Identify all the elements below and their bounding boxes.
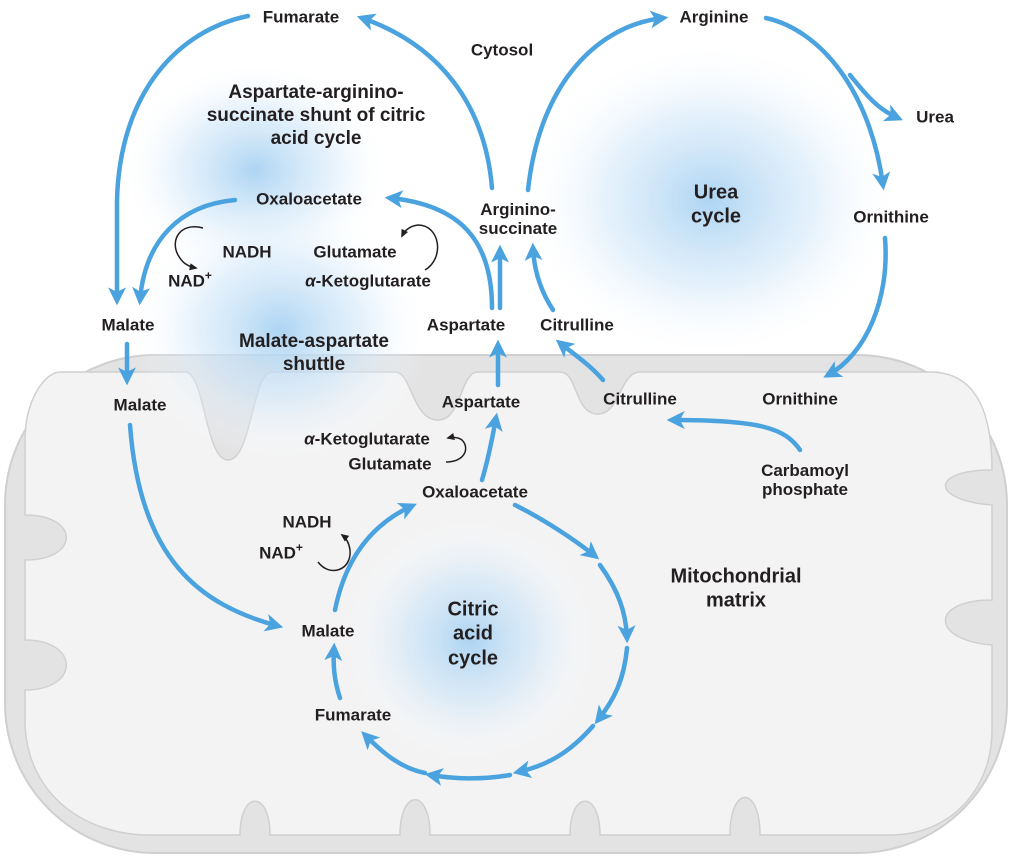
citric-cycle-glow — [345, 520, 595, 760]
arrow-aspartate-to-oxaloacetate — [384, 190, 495, 311]
fumarate-top-label: Fumarate — [262, 7, 340, 27]
citric-cycle-title: Citric acid cycle — [447, 598, 499, 670]
argininosuccinate-label: Arginino-succinate — [478, 199, 558, 238]
nad-cytosol-text: NAD — [168, 271, 205, 291]
matrix-label: Mitochondrial matrix — [670, 565, 802, 612]
shunt-title: Aspartate-arginino-succinate shunt of ci… — [206, 82, 426, 150]
akg-cytosol-label: α-Ketoglutarate — [305, 271, 431, 290]
arrow-cycle-bottom-3 — [361, 731, 428, 776]
arrow-arginine-to-ornithine — [763, 15, 891, 191]
nadh-cytosol-label: NADH — [222, 242, 272, 262]
cofactor-arrows — [174, 224, 467, 572]
akg-mito-greek: α — [304, 429, 315, 449]
malate-mito-label: Malate — [113, 395, 167, 415]
oxaloacetate-cytosol-label: Oxaloacetate — [256, 189, 362, 209]
ornithine-mito-label: Ornithine — [762, 389, 838, 409]
arrow-nadh-nad-cytosol — [174, 226, 204, 271]
nad-mito-label: NAD+ — [259, 540, 303, 563]
urea-cycle-glow — [520, 40, 900, 360]
akg-cytosol-text: -Ketoglutarate — [315, 271, 431, 291]
citrulline-cytosol-label: Citrulline — [540, 315, 614, 335]
arrow-argininosuccinate-to-fumarate — [356, 13, 495, 191]
pathway-glows — [120, 40, 900, 760]
urea-cycle-title: Urea cycle — [690, 181, 742, 228]
arrow-oxaloacetate-to-aspartate — [479, 412, 503, 483]
akg-cytosol-greek: α — [305, 271, 316, 291]
arrow-citrulline-transport — [555, 339, 606, 383]
arrow-fumarate-to-malate — [108, 13, 251, 306]
arrow-oxaloacetate-to-malate — [132, 197, 238, 306]
citrulline-mito-label: Citrulline — [603, 389, 677, 409]
arrow-argininosuccinate-to-arginine — [525, 10, 669, 193]
pathway-arrows — [108, 10, 903, 786]
arrow-cycle-right-3 — [594, 645, 630, 725]
shuttle-glow — [130, 200, 430, 460]
arrow-malate-to-oxaloacetate — [332, 503, 417, 613]
arrow-cycle-bottom-2 — [424, 768, 513, 786]
urea-label: Urea — [916, 107, 954, 127]
carbamoyl-phosphate-label: Carbamoyl phosphate — [761, 460, 849, 499]
arrow-nad-nadh-mito — [317, 533, 351, 572]
glutamate-mito-label: Glutamate — [348, 454, 432, 474]
nad-mito-text: NAD — [259, 543, 296, 563]
malate-cytosol-label: Malate — [101, 315, 155, 335]
arrow-cycle-right-2 — [597, 562, 636, 644]
akg-mito-label: α-Ketoglutarate — [304, 429, 430, 448]
nad-cytosol-label: NAD+ — [168, 268, 212, 291]
arrow-citrulline-to-argininosuccinate — [524, 242, 556, 313]
arrow-fumarate-to-malate-cycle — [324, 642, 343, 701]
fumarate-cycle-label: Fumarate — [314, 705, 392, 725]
nadh-mito-label: NADH — [282, 512, 332, 532]
arrow-carbamoyl-to-citrulline — [666, 411, 803, 453]
arrow-ornithine-cytosol-to-mito — [823, 235, 888, 378]
cytosol-label: Cytosol — [470, 40, 534, 60]
arrow-cycle-right-1 — [512, 502, 600, 560]
malate-cycle-label: Malate — [301, 621, 355, 641]
arrow-glut-akg-mito — [445, 432, 467, 463]
arrow-to-urea — [847, 72, 903, 122]
aspartate-cytosol-label: Aspartate — [426, 315, 506, 335]
arrow-glut-akg-cytosol — [401, 224, 439, 271]
aspartate-mito-label: Aspartate — [441, 392, 521, 412]
akg-mito-text: -Ketoglutarate — [314, 429, 430, 449]
oxaloacetate-mito-label: Oxaloacetate — [422, 482, 528, 502]
ornithine-cytosol-label: Ornithine — [853, 207, 929, 227]
glutamate-cytosol-label: Glutamate — [313, 242, 397, 262]
arginine-label: Arginine — [679, 7, 749, 27]
arrow-cycle-bottom-1 — [512, 723, 596, 779]
nad-mito-plus: + — [295, 540, 303, 555]
nad-cytosol-plus: + — [204, 268, 212, 283]
arrow-malate-mito-to-cycle-malate — [127, 422, 284, 632]
shuttle-title: Malate-aspartate shuttle — [239, 330, 389, 375]
